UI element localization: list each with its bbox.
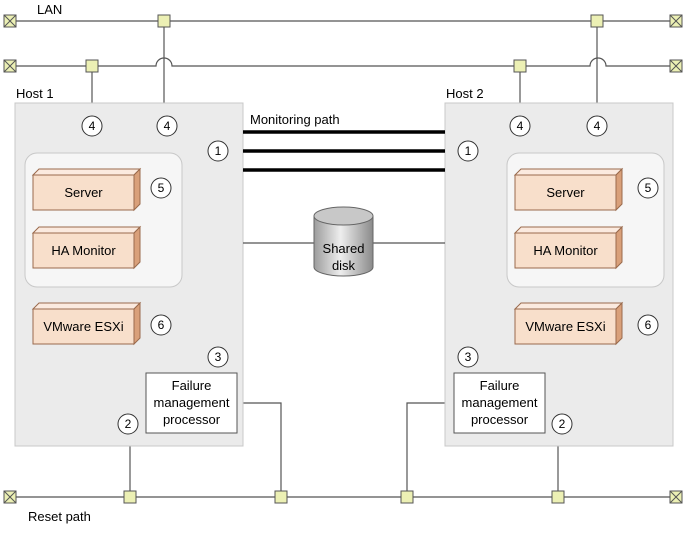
line-terminators — [3, 14, 683, 504]
host1-fmp-label: processor — [163, 412, 221, 427]
monitoring-path-lines — [243, 130, 445, 172]
shared-disk-label: Shared — [323, 241, 365, 256]
svg-text:3: 3 — [215, 350, 222, 364]
callout-5-host1 — [150, 177, 172, 199]
callout-1-host2 — [457, 140, 479, 162]
callout-4-host2-b — [586, 115, 608, 137]
host1-fmp-label: Failure — [172, 378, 212, 393]
junction-icon — [157, 14, 171, 28]
host2-fmp-label: Failure — [480, 378, 520, 393]
terminator-icon — [669, 59, 683, 73]
terminator-icon — [3, 490, 17, 504]
junction-icon — [590, 14, 604, 28]
junction-icon — [123, 490, 137, 504]
svg-text:5: 5 — [645, 181, 652, 195]
host2-ha-monitor-box — [513, 225, 624, 270]
svg-text:4: 4 — [594, 119, 601, 133]
junction-icon — [85, 59, 99, 73]
host2-fmp-label: processor — [471, 412, 529, 427]
svg-text:3: 3 — [465, 350, 472, 364]
lan-line-second — [10, 57, 676, 67]
callout-6-host1 — [150, 314, 172, 336]
callout-1-host1 — [207, 140, 229, 162]
callout-4-host1-a — [81, 115, 103, 137]
svg-text:6: 6 — [645, 318, 652, 332]
terminator-icon — [3, 59, 17, 73]
host1-fmp-label: management — [154, 395, 230, 410]
terminator-icon — [3, 14, 17, 28]
callout-5-host2 — [637, 177, 659, 199]
callout-2-host1 — [117, 413, 139, 435]
host2-label: Host 2 — [446, 86, 484, 101]
callouts — [81, 115, 659, 435]
host2-fmp-label: management — [462, 395, 538, 410]
junction-icon — [274, 490, 288, 504]
callout-4-host1-b — [156, 115, 178, 137]
host1-failure-mgmt-processor — [145, 372, 238, 434]
host2-vmware-box — [513, 301, 624, 346]
monitoring-path-label: Monitoring path — [250, 112, 340, 127]
junction-icon — [513, 59, 527, 73]
svg-text:2: 2 — [559, 417, 566, 431]
junction-icon — [551, 490, 565, 504]
reset-path-label: Reset path — [28, 509, 91, 524]
host1-vmware-box — [31, 301, 142, 346]
callout-3-host1 — [207, 346, 229, 368]
shared-disk-icon — [313, 206, 374, 277]
svg-text:1: 1 — [215, 144, 222, 158]
svg-text:2: 2 — [125, 417, 132, 431]
callout-3-host2 — [457, 346, 479, 368]
host2-failure-mgmt-processor — [453, 372, 546, 434]
terminator-icon — [669, 14, 683, 28]
svg-text:5: 5 — [158, 181, 165, 195]
svg-text:6: 6 — [158, 318, 165, 332]
callout-6-host2 — [637, 314, 659, 336]
svg-text:1: 1 — [465, 144, 472, 158]
host1-ha-monitor-box — [31, 225, 142, 270]
svg-text:4: 4 — [164, 119, 171, 133]
callout-numbers: 4 4 1 5 6 3 2 4 4 1 5 6 3 2 — [89, 119, 652, 431]
host1-vmware-label: VMware ESXi — [43, 319, 123, 334]
junction-connectors — [85, 14, 604, 504]
host2-ha-monitor-label: HA Monitor — [533, 243, 598, 258]
svg-text:4: 4 — [89, 119, 96, 133]
host2-vmware-label: VMware ESXi — [525, 319, 605, 334]
callout-4-host2-a — [509, 115, 531, 137]
svg-text:4: 4 — [517, 119, 524, 133]
callout-2-host2 — [551, 413, 573, 435]
junction-icon — [400, 490, 414, 504]
terminator-icon — [669, 490, 683, 504]
host2-server-box — [513, 167, 624, 212]
host1-label: Host 1 — [16, 86, 54, 101]
host1-ha-monitor-label: HA Monitor — [51, 243, 116, 258]
shared-disk-label: disk — [332, 258, 356, 273]
lan-label: LAN — [37, 2, 62, 17]
host1-server-box — [31, 167, 142, 212]
host1-server-label: Server — [64, 185, 103, 200]
host2-server-label: Server — [546, 185, 585, 200]
